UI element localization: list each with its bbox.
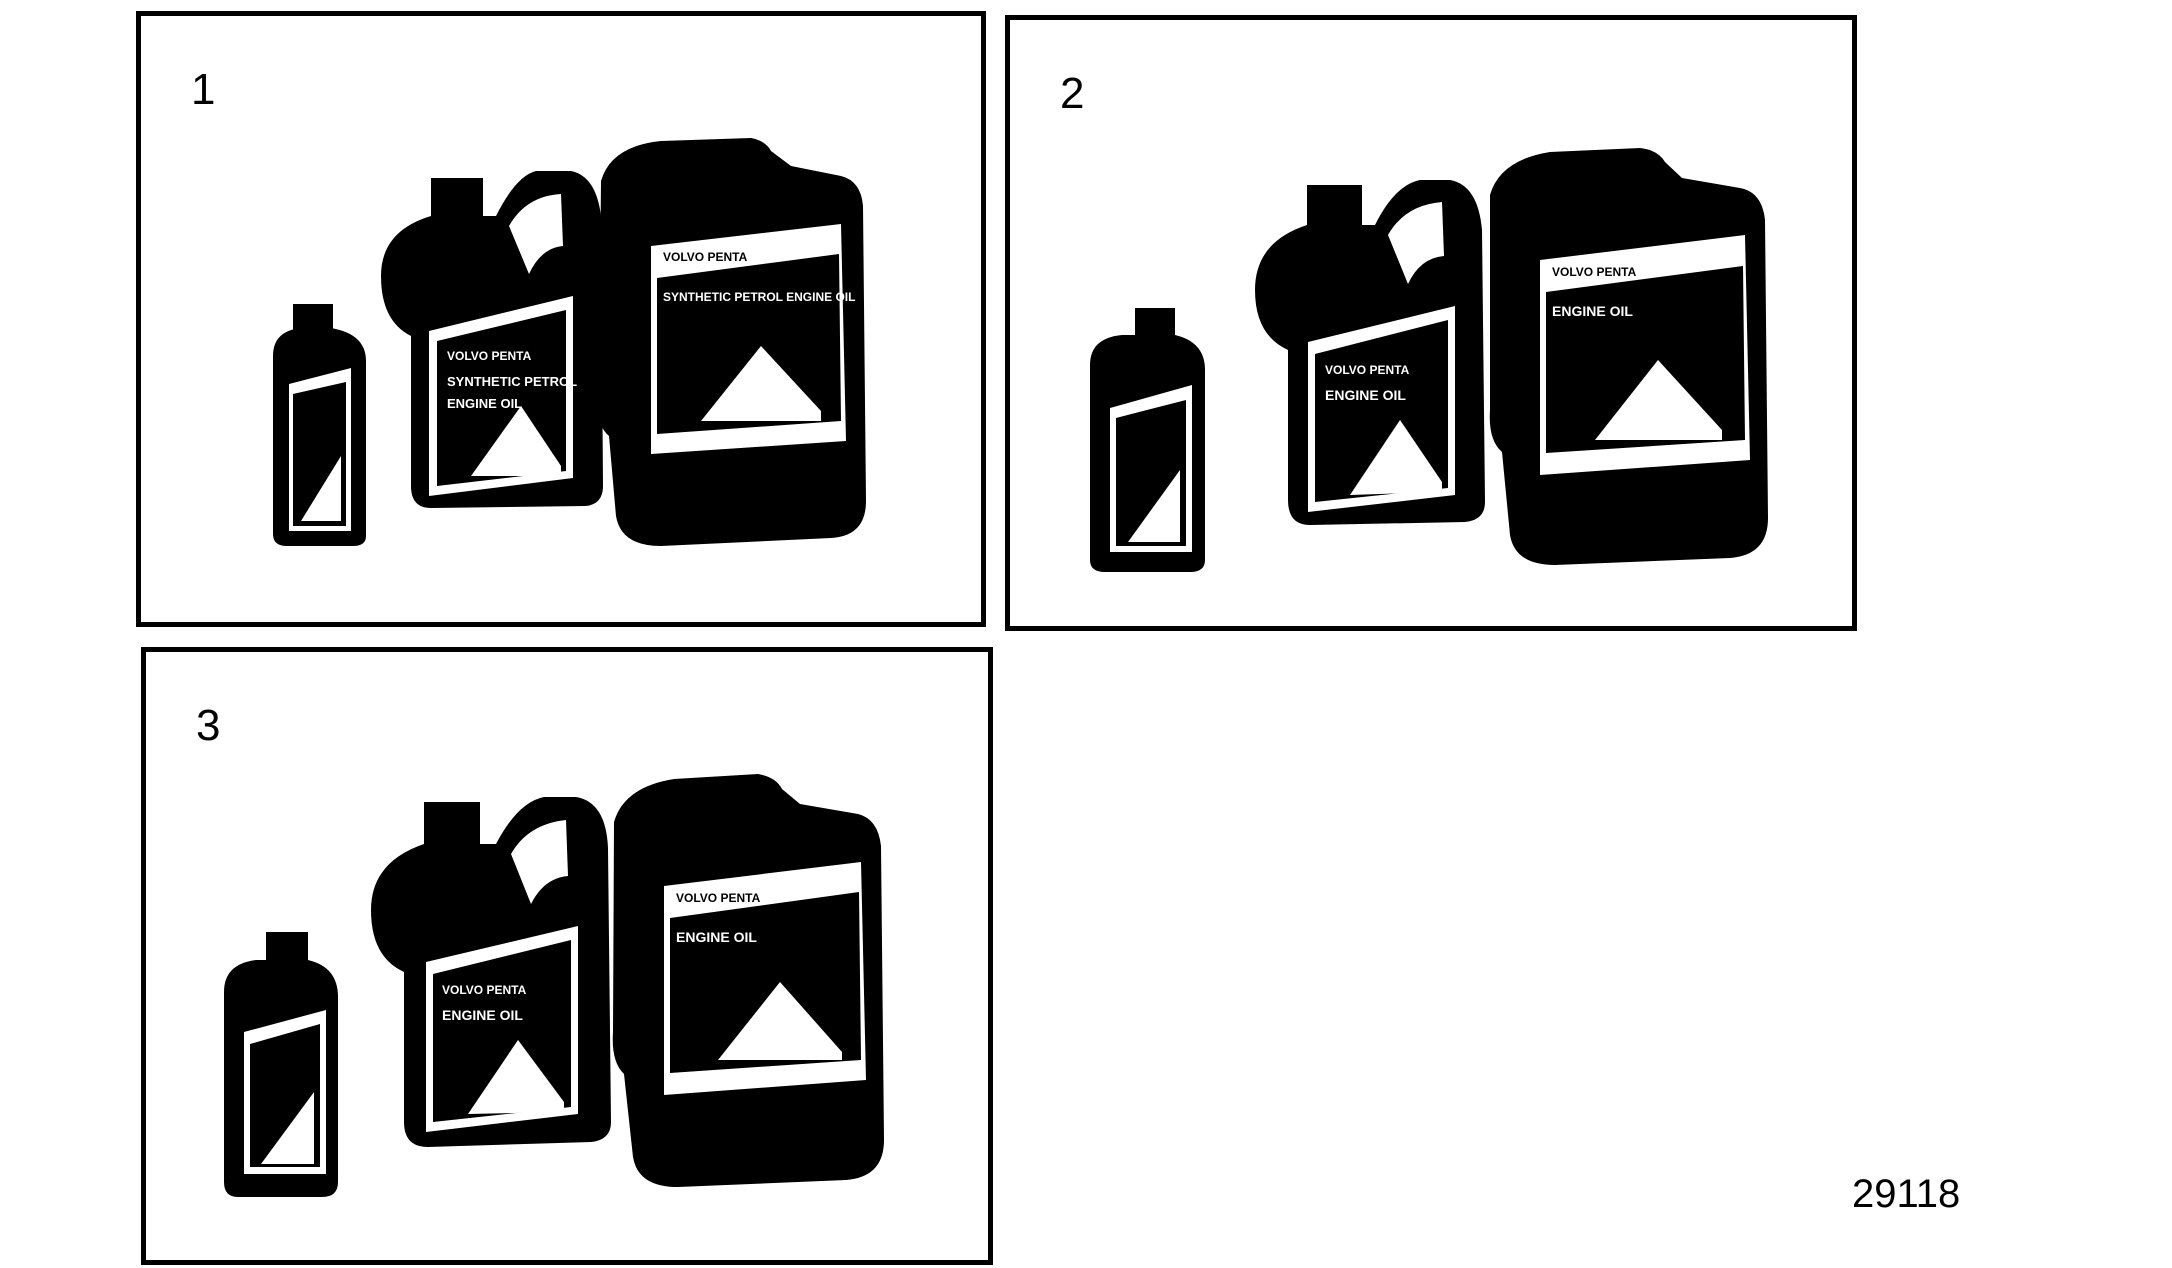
canister-brand: VOLVO PENTA bbox=[1552, 265, 1637, 279]
large-oil-canister: VOLVO PENTA ENGINE OIL bbox=[1489, 148, 1768, 565]
panel-number: 1 bbox=[191, 65, 216, 114]
oil-containers-illustration: VOLVO PENTA ENGINE OIL VOLVO PENTA ENGIN… bbox=[1090, 148, 1768, 572]
panel-number: 3 bbox=[196, 701, 221, 750]
bottle-label-line2: ENGINE OIL bbox=[447, 396, 522, 411]
medium-oil-jug: VOLVO PENTA ENGINE OIL bbox=[1255, 180, 1485, 525]
oil-containers-illustration: VOLVO PENTA SYNTHETIC PETROL ENGINE OIL … bbox=[273, 138, 866, 546]
panel-1: 1 VOLVO PENTA SYNTHETIC PETROL ENGINE OI… bbox=[136, 11, 986, 627]
medium-oil-jug: VOLVO PENTA SYNTHETIC PETROL ENGINE OIL bbox=[381, 171, 603, 508]
panel-3: 3 VOLVO PENTA ENGINE OIL VOLVO PENTA ENG… bbox=[141, 647, 993, 1265]
panel-number: 2 bbox=[1060, 69, 1085, 118]
medium-oil-jug: VOLVO PENTA ENGINE OIL bbox=[371, 797, 611, 1147]
bottle-label-line1: ENGINE OIL bbox=[442, 1007, 523, 1023]
small-oil-bottle bbox=[224, 932, 338, 1197]
bottle-label-line1: SYNTHETIC PETROL bbox=[447, 374, 577, 389]
large-oil-canister: VOLVO PENTA SYNTHETIC PETROL ENGINE OIL bbox=[598, 138, 866, 546]
panel-2: 2 VOLVO PENTA ENGINE OIL VOLVO PENTA ENG… bbox=[1005, 15, 1857, 631]
canister-brand: VOLVO PENTA bbox=[663, 250, 748, 264]
canister-label-line1: ENGINE OIL bbox=[676, 929, 757, 945]
large-oil-canister: VOLVO PENTA ENGINE OIL bbox=[612, 774, 884, 1187]
bottle-brand: VOLVO PENTA bbox=[447, 349, 532, 363]
bottle-label-line1: ENGINE OIL bbox=[1325, 387, 1406, 403]
small-oil-bottle bbox=[273, 304, 366, 546]
canister-brand: VOLVO PENTA bbox=[676, 891, 761, 905]
figure-number: 29118 bbox=[1852, 1172, 1961, 1216]
bottle-brand: VOLVO PENTA bbox=[442, 983, 527, 997]
bottle-brand: VOLVO PENTA bbox=[1325, 363, 1410, 377]
small-oil-bottle bbox=[1090, 308, 1205, 572]
canister-label-line1: SYNTHETIC PETROL ENGINE OIL bbox=[663, 290, 855, 304]
oil-containers-illustration: VOLVO PENTA ENGINE OIL VOLVO PENTA ENGIN… bbox=[224, 774, 884, 1197]
canister-label-line1: ENGINE OIL bbox=[1552, 303, 1633, 319]
